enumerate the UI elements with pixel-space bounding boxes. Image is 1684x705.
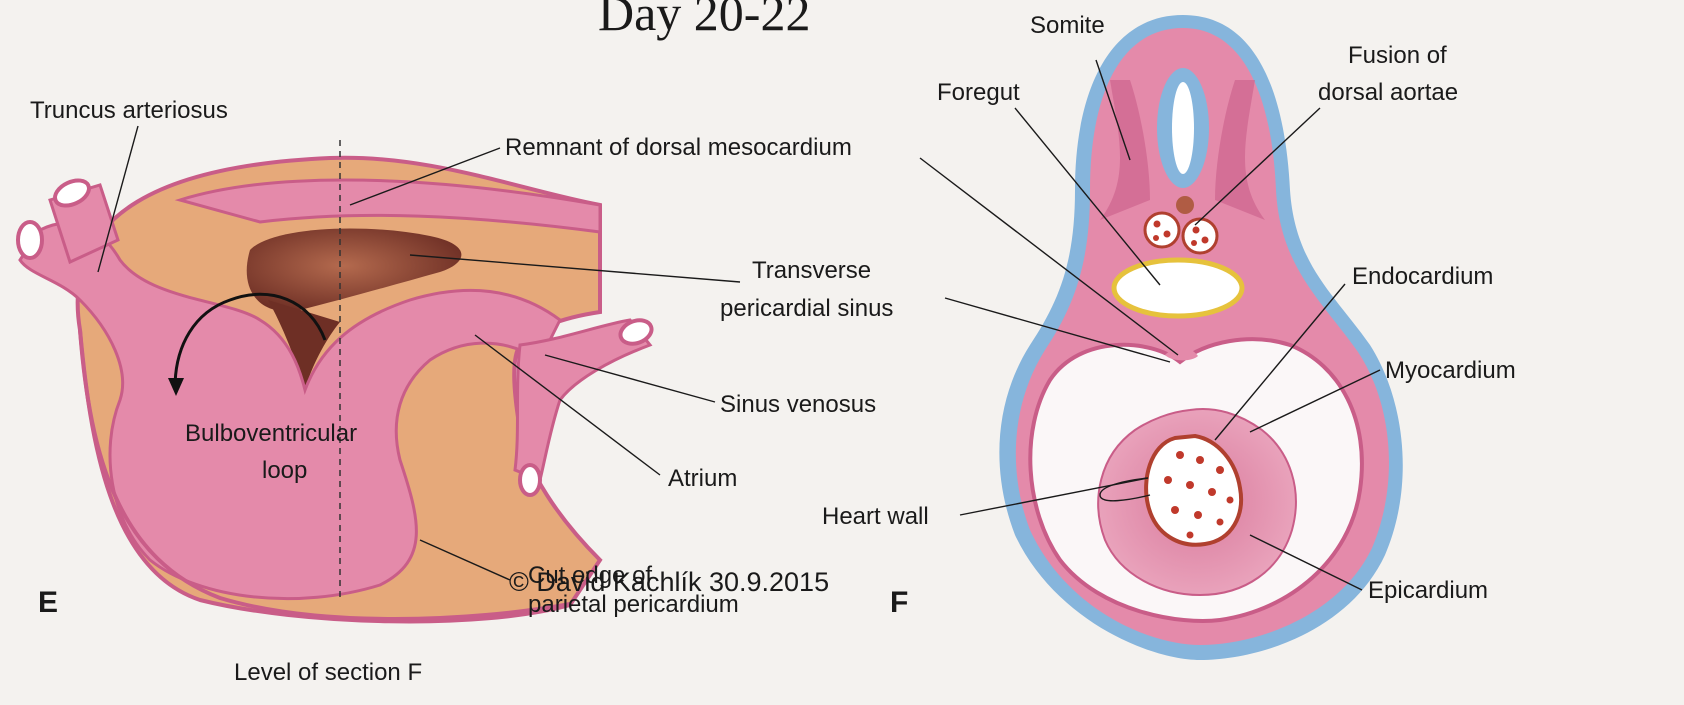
label-heart-wall: Heart wall [822, 503, 929, 530]
foregut [1114, 260, 1242, 316]
slide-title: Day 20-22 [598, 0, 810, 41]
notochord [1176, 196, 1194, 214]
label-atrium: Atrium [668, 465, 737, 492]
label-epicardium: Epicardium [1368, 577, 1488, 604]
label-transverse-2: pericardial sinus [720, 295, 893, 322]
label-level-section: Level of section F [234, 659, 422, 686]
label-foregut: Foregut [937, 79, 1020, 106]
dorsal-aorta-left [1145, 213, 1179, 247]
panel-e-drawing [18, 140, 655, 621]
label-truncus-arteriosus: Truncus arteriosus [30, 97, 228, 124]
label-endocardium: Endocardium [1352, 263, 1493, 290]
truncus-opening-2 [18, 222, 42, 258]
label-myocardium: Myocardium [1385, 357, 1516, 384]
panel-f-drawing [999, 15, 1402, 660]
label-sinus-venosus: Sinus venosus [720, 391, 876, 418]
label-transverse-1: Transverse [752, 257, 871, 284]
label-fusion-2: dorsal aortae [1318, 79, 1458, 106]
copyright-watermark: © David Kachlík 30.9.2015 [509, 567, 829, 597]
panel-e-letter: E [38, 586, 58, 619]
label-somite: Somite [1030, 12, 1105, 39]
label-remnant-mesocardium: Remnant of dorsal mesocardium [505, 134, 852, 161]
dorsal-aorta-right [1183, 219, 1217, 253]
label-bulbo-1: Bulboventricular [185, 420, 357, 447]
sinus-venosus-opening-2 [520, 465, 540, 495]
label-bulbo-2: loop [262, 457, 307, 484]
panel-f-letter: F [890, 586, 908, 619]
label-fusion-1: Fusion of [1348, 42, 1447, 69]
neural-canal [1172, 82, 1194, 174]
